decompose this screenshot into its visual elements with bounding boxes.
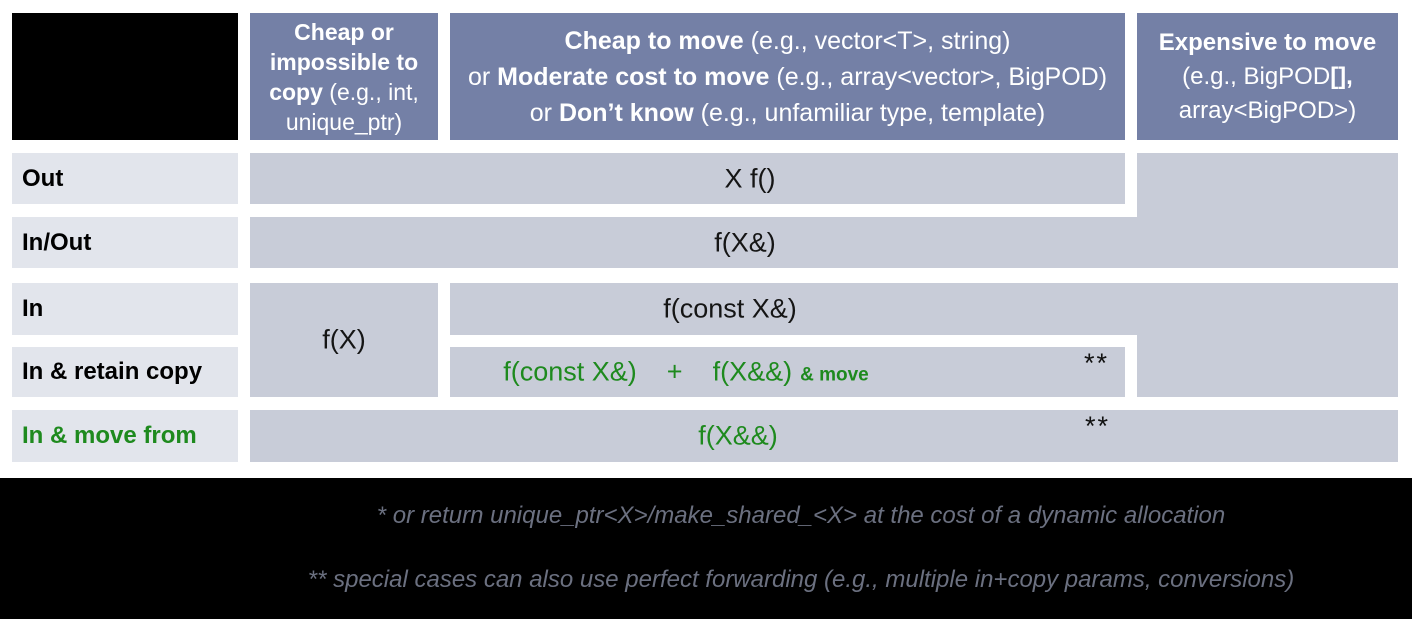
header-example-text: (e.g., BigPOD <box>1182 62 1331 90</box>
column-header-text: Cheap or impossible to copy (e.g., int, … <box>250 17 438 137</box>
row-label-in: In <box>12 283 238 335</box>
header-bold-phrase: Expensive to move <box>1158 28 1377 56</box>
row-label-in-retain-copy: In & retain copy <box>12 347 238 397</box>
column-header-cheap-to-copy: Cheap or impossible to copy (e.g., int, … <box>250 13 438 140</box>
row-label-in-move-from: In & move from <box>12 410 238 462</box>
header-bold-phrase: Moderate cost to move <box>497 62 770 91</box>
cell-inout-ref-param: f(X&) <box>250 217 1398 268</box>
top-left-black-block <box>12 13 238 140</box>
header-example-text: (e.g., array<vector>, BigPOD) <box>769 62 1108 91</box>
header-example-text: (e.g., vector<T>, string) <box>743 26 1011 55</box>
row-label-out: Out <box>12 153 238 204</box>
double-asterisk-footnote-mark: ** <box>1085 411 1111 441</box>
column-header-text: Cheap to move (e.g., vector<T>, string) … <box>468 23 1107 131</box>
code-pass-by-value: f(X) <box>322 324 366 355</box>
cell-in-const-ref: f(const X&) <box>450 283 1398 335</box>
footnote-double-asterisk: ** special cases can also use perfect fo… <box>307 566 1295 593</box>
header-bold-phrase: Don’t know <box>558 98 694 127</box>
code-const-ref: f(const X&) <box>663 293 797 324</box>
row-label-in-out: In/Out <box>12 217 238 268</box>
column-header-cheap-or-moderate-to-move: Cheap to move (e.g., vector<T>, string) … <box>450 13 1125 140</box>
code-rvalue-ref: f(X&&) <box>698 420 778 451</box>
header-bold-phrase: [], <box>1330 62 1353 90</box>
code-return-by-value: X f() <box>724 163 776 193</box>
column-header-text: Expensive to move (e.g., BigPOD[], array… <box>1159 26 1376 128</box>
header-bold-phrase: Cheap to move <box>564 26 744 55</box>
column-header-expensive-to-move: Expensive to move (e.g., BigPOD[], array… <box>1137 13 1398 140</box>
header-example-text: (e.g., int, unique_ptr) <box>285 78 419 135</box>
double-asterisk-footnote-mark: ** <box>1083 348 1109 378</box>
cell-in-retain-copy-overloads: f(const X&) + f(X&&) & move ** <box>450 347 1125 397</box>
and-move-note: & move <box>800 364 869 386</box>
plus-sign: + <box>666 356 683 387</box>
footnote-panel: * or return unique_ptr<X>/make_shared_<X… <box>0 478 1412 619</box>
header-bold-phrase: Cheap or impossible to copy <box>269 18 419 105</box>
cell-out-return-by-value: X f() <box>250 153 1125 204</box>
header-or-text: or <box>529 98 559 127</box>
header-example-text: (e.g., unfamiliar type, template) <box>693 98 1046 127</box>
header-or-text: or <box>467 62 498 91</box>
code-overload-pair: f(const X&) + f(X&&) & move <box>503 357 868 388</box>
footnote-single-asterisk: * or return unique_ptr<X>/make_shared_<X… <box>376 502 1226 529</box>
cell-in-move-from-rvalue-ref: f(X&&) ** <box>250 410 1398 462</box>
header-example-text: array<BigPOD>) <box>1178 96 1357 124</box>
code-nonconst-ref: f(X&) <box>714 227 776 257</box>
code-rvalue-ref-overload: f(X&&) <box>712 356 793 387</box>
code-const-ref-overload: f(const X&) <box>503 356 637 387</box>
cell-in-pass-by-value: f(X) <box>250 283 438 397</box>
